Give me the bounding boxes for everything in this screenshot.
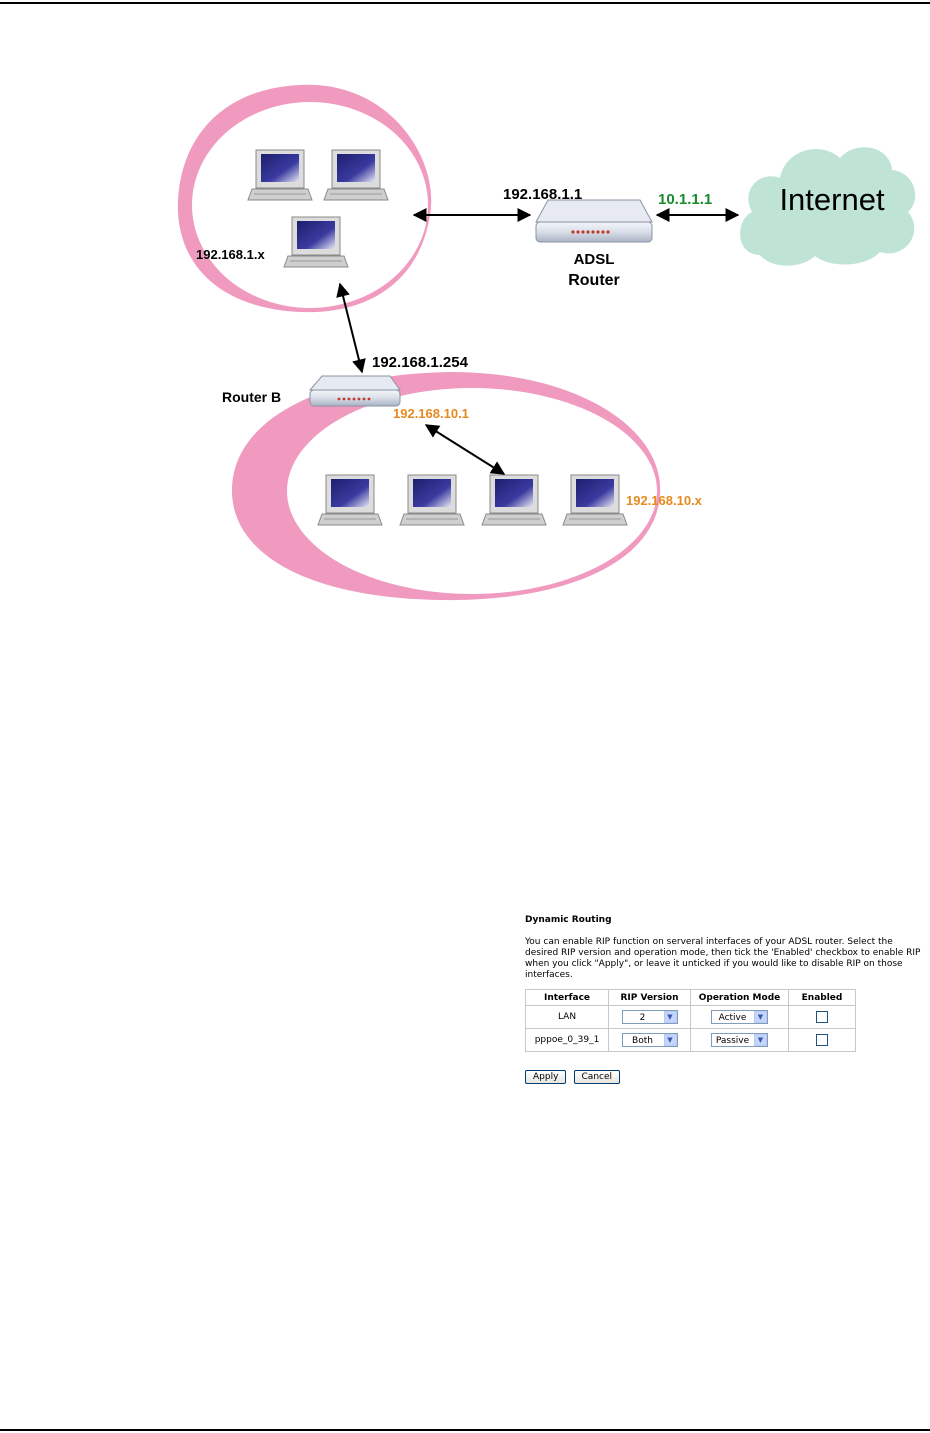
laptop-icon: [324, 150, 388, 200]
routerb-wan-ip-label: 192.168.1.254: [372, 354, 469, 371]
chevron-down-icon: ▼: [664, 1011, 677, 1023]
chevron-down-icon: ▼: [754, 1034, 767, 1046]
panel-title: Dynamic Routing: [525, 915, 925, 925]
bottom-rule: [0, 1429, 930, 1431]
column-header: Enabled: [789, 990, 856, 1006]
table-header-row: Interface RIP Version Operation Mode Ena…: [526, 990, 856, 1006]
laptop-icon: [482, 475, 546, 525]
panel-description: You can enable RIP function on serveral …: [525, 937, 923, 981]
chevron-down-icon: ▼: [754, 1011, 767, 1023]
cancel-button[interactable]: Cancel: [574, 1070, 621, 1084]
router-b-label: Router B: [222, 389, 281, 405]
internet-label: Internet: [779, 182, 885, 217]
dynamic-routing-panel: Dynamic Routing You can enable RIP funct…: [525, 915, 925, 1084]
rip-version-select[interactable]: Both▼: [622, 1033, 678, 1047]
operation-mode-select[interactable]: Passive▼: [711, 1033, 768, 1047]
laptop-icon: [284, 217, 348, 267]
adsl-router-icon: [536, 200, 652, 242]
column-header: Operation Mode: [691, 990, 789, 1006]
adsl-router-label-line1: ADSL: [574, 251, 615, 268]
routerb-lan-ip-label: 192.168.10.1: [393, 406, 469, 421]
laptop-icon: [400, 475, 464, 525]
adsl-wan-ip-label: 10.1.1.1: [658, 191, 712, 208]
table-row: pppoe_0_39_1 Both▼ Passive▼: [526, 1029, 856, 1052]
rip-table: Interface RIP Version Operation Mode Ena…: [525, 989, 856, 1052]
lan1-address-label: 192.168.1.x: [196, 247, 265, 262]
adsl-lan-ip-label: 192.168.1.1: [503, 186, 582, 203]
table-row: LAN 2▼ Active▼: [526, 1006, 856, 1029]
button-row: Apply Cancel: [525, 1064, 925, 1084]
laptop-icon: [318, 475, 382, 525]
enabled-checkbox[interactable]: [816, 1011, 828, 1023]
adsl-router-label-line2: Router: [568, 272, 620, 289]
interface-cell: LAN: [526, 1006, 609, 1029]
enabled-checkbox[interactable]: [816, 1034, 828, 1046]
column-header: Interface: [526, 990, 609, 1006]
apply-button[interactable]: Apply: [525, 1070, 566, 1084]
laptop-icon: [248, 150, 312, 200]
router-b-icon: [310, 376, 400, 406]
interface-cell: pppoe_0_39_1: [526, 1029, 609, 1052]
column-header: RIP Version: [609, 990, 691, 1006]
chevron-down-icon: ▼: [664, 1034, 677, 1046]
lan2-address-label: 192.168.10.x: [626, 493, 703, 508]
network-diagram: 192.168.1.x 192.168.1.1 10.1.1.1 ADSL Ro…: [0, 0, 930, 620]
laptop-icon: [563, 475, 627, 525]
operation-mode-select[interactable]: Active▼: [711, 1010, 768, 1024]
rip-version-select[interactable]: 2▼: [622, 1010, 678, 1024]
